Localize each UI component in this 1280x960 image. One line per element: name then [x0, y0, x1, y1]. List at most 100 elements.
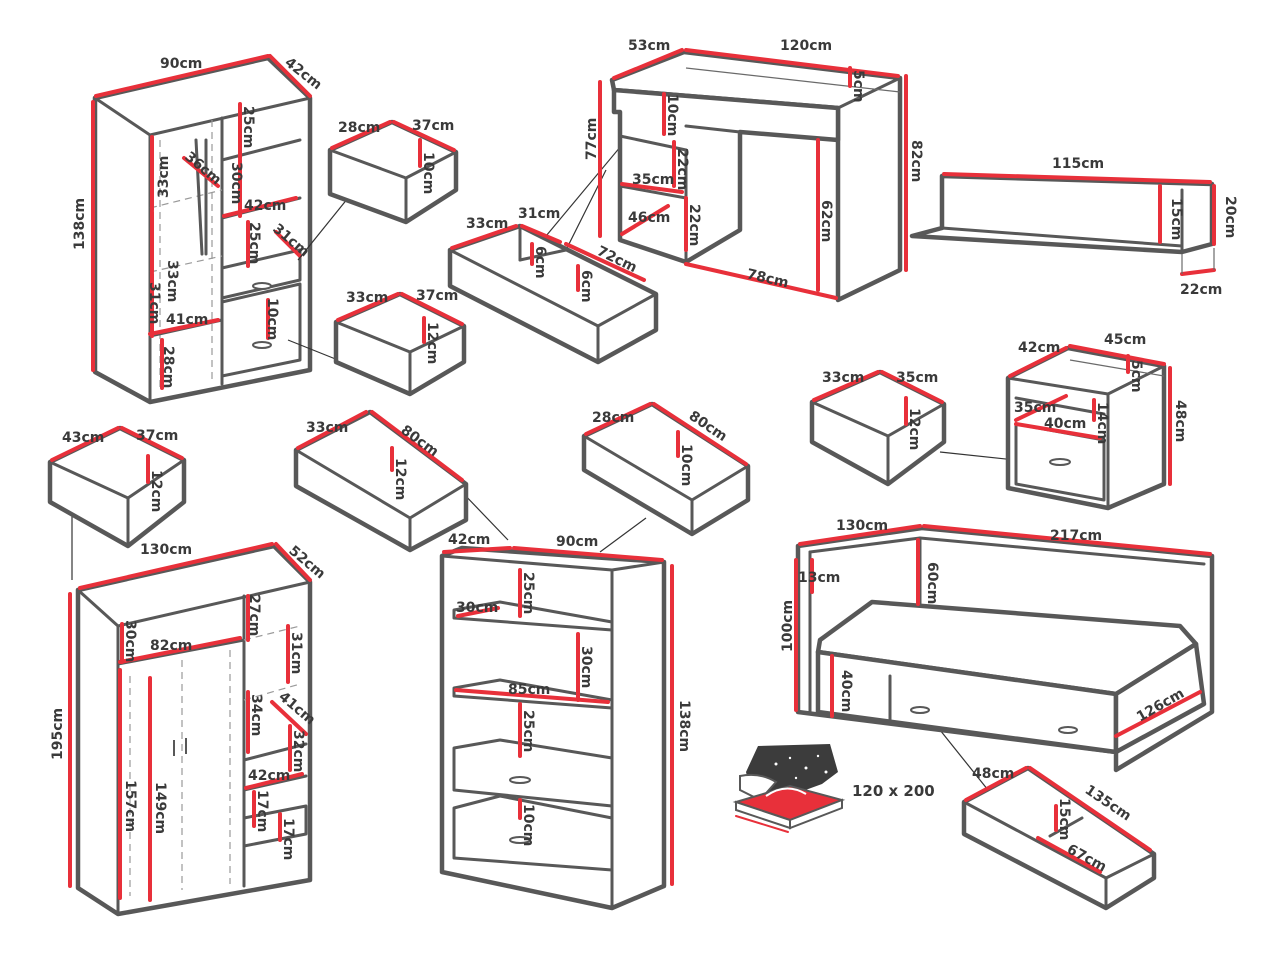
- drawer-d-height: 12cm: [148, 470, 164, 512]
- wardrobe-large-i5: 34cm: [248, 694, 264, 736]
- label-33cm-a: 33cm: [156, 156, 172, 198]
- drawer-a-width: 28cm: [338, 120, 380, 136]
- desk-height: 82cm: [908, 140, 924, 182]
- desk-top: 5cm: [850, 70, 866, 103]
- shelf-depth: 22cm: [1180, 282, 1222, 298]
- bed-frame: 40cm: [838, 670, 854, 712]
- label-90cm: 90cm: [160, 56, 202, 72]
- desk-d1: 10cm: [664, 94, 680, 136]
- shelf-height: 20cm: [1222, 196, 1238, 238]
- drawer-a-height: 10cm: [420, 152, 436, 194]
- label-28cm: 28cm: [160, 346, 176, 388]
- drawer-e: 33cm 80cm 12cm: [293, 409, 469, 553]
- desk-drawer-w1: 33cm: [466, 216, 508, 232]
- wardrobe-large-i2: 82cm: [150, 638, 192, 654]
- mattress-icon: 120 x 200: [732, 744, 935, 833]
- drawer-d-width: 43cm: [62, 430, 104, 446]
- desk-d5: 22cm: [686, 204, 702, 246]
- shelf-width: 115cm: [1052, 156, 1104, 172]
- wardrobe-large: 130cm 52cm 195cm 30cm 82cm 27cm 31cm 34c…: [50, 542, 328, 917]
- wardrobe-large-i9: 17cm: [254, 790, 270, 832]
- label-33cm-b: 33cm: [164, 260, 180, 302]
- desk-total-height: 77cm: [584, 118, 600, 160]
- nightstand-height: 48cm: [1172, 400, 1188, 442]
- desk-width: 120cm: [780, 38, 832, 54]
- desk-drawer-h1: 6cm: [532, 246, 548, 279]
- nightstand-d3: 14cm: [1094, 402, 1110, 444]
- bookcase-width: 90cm: [556, 534, 598, 550]
- desk-d3: 35cm: [632, 172, 674, 188]
- desk-d2: 22cm: [674, 148, 690, 190]
- bookcase-i4: 85cm: [508, 682, 550, 698]
- bookcase-i2: 30cm: [456, 600, 498, 616]
- drawer-b: 33cm 37cm 12cm: [333, 288, 467, 397]
- label-10cm: 10cm: [264, 298, 280, 340]
- drawer-b-depth: 37cm: [416, 288, 458, 304]
- label-31cm-b: 31cm: [146, 282, 162, 324]
- bookcase-i5: 25cm: [520, 710, 536, 752]
- drawer-f-height: 10cm: [678, 444, 694, 486]
- desk-base: 78cm: [745, 266, 790, 291]
- label-25cm-a: 25cm: [240, 106, 256, 148]
- desk-drawer-h2: 6cm: [578, 270, 594, 303]
- bed-length: 217cm: [1050, 528, 1102, 544]
- desk-depth: 53cm: [628, 38, 670, 54]
- label-30cm: 30cm: [228, 162, 244, 204]
- drawer-b-width: 33cm: [346, 290, 388, 306]
- wardrobe-large-i4: 31cm: [288, 632, 304, 674]
- bed-head1: 13cm: [798, 570, 840, 586]
- bookcase-i1: 25cm: [520, 572, 536, 614]
- bed-drawer-height: 15cm: [1056, 798, 1072, 840]
- shelf-inner: 15cm: [1168, 198, 1184, 240]
- wardrobe-large-i10: 17cm: [280, 818, 296, 860]
- drawer-a-depth: 37cm: [412, 118, 454, 134]
- drawer-f-width: 28cm: [592, 410, 634, 426]
- bookcase-i3: 30cm: [578, 646, 594, 688]
- nightstand-d1: 35cm: [1014, 400, 1056, 416]
- wardrobe-large-i11: 157cm: [122, 780, 138, 832]
- wardrobe-large-i3: 27cm: [246, 594, 262, 636]
- drawer-c-depth: 35cm: [896, 370, 938, 386]
- bookcase-depth: 42cm: [448, 532, 490, 548]
- bookcase: 42cm 90cm 138cm 25cm 30cm 30cm 85cm 25cm…: [439, 532, 692, 911]
- drawer-c: 33cm 35cm 12cm: [809, 369, 947, 487]
- nightstand: 42cm 45cm 48cm 5cm 35cm 40cm 14cm: [1005, 332, 1188, 511]
- label-42cm-b: 42cm: [244, 198, 286, 214]
- nightstand-width: 45cm: [1104, 332, 1146, 348]
- desk-drawer-w2: 31cm: [518, 206, 560, 222]
- nightstand-d2: 40cm: [1044, 416, 1086, 432]
- bed-height: 100cm: [780, 600, 796, 652]
- bed: 130cm 217cm 100cm 13cm 60cm 40cm 126cm: [780, 518, 1215, 773]
- wardrobe-large-i1: 30cm: [122, 620, 138, 662]
- bookcase-height: 138cm: [676, 700, 692, 752]
- nightstand-depth: 42cm: [1018, 340, 1060, 356]
- wardrobe-large-i8: 42cm: [248, 768, 290, 784]
- wardrobe-small: 90cm 42cm 138cm 33cm 36cm 25cm 30cm 42cm…: [72, 54, 325, 405]
- drawer-e-height: 12cm: [392, 458, 408, 500]
- wall-shelf: 115cm 15cm 20cm 22cm: [909, 156, 1238, 298]
- drawer-c-width: 33cm: [822, 370, 864, 386]
- drawer-d: 43cm 37cm 12cm: [47, 425, 187, 549]
- drawer-c-height: 12cm: [906, 408, 922, 450]
- wardrobe-large-height: 195cm: [50, 708, 66, 760]
- label-25cm-b: 25cm: [246, 222, 262, 264]
- nightstand-top: 5cm: [1128, 360, 1144, 393]
- bed-drawer-width: 48cm: [972, 766, 1014, 782]
- bed-head2: 60cm: [924, 562, 940, 604]
- drawer-a: 28cm 37cm 10cm: [327, 118, 459, 225]
- drawer-e-width: 33cm: [306, 420, 348, 436]
- drawer-b-height: 12cm: [424, 322, 440, 364]
- drawer-d-depth: 37cm: [136, 428, 178, 444]
- mattress-size: 120 x 200: [852, 782, 935, 800]
- wardrobe-large-i7: 32cm: [290, 730, 306, 772]
- desk-d4: 46cm: [628, 210, 670, 226]
- bookcase-i6: 10cm: [520, 804, 536, 846]
- desk: 53cm 120cm 82cm 77cm 5cm 10cm 22cm 35cm …: [584, 38, 924, 303]
- wardrobe-large-i12: 149cm: [152, 782, 168, 834]
- wardrobe-large-width: 130cm: [140, 542, 192, 558]
- label-41cm: 41cm: [166, 312, 208, 328]
- desk-leg: 62cm: [818, 200, 834, 242]
- bed-drawer: 48cm 135cm 15cm 67cm: [961, 765, 1157, 911]
- bed-width: 130cm: [836, 518, 888, 534]
